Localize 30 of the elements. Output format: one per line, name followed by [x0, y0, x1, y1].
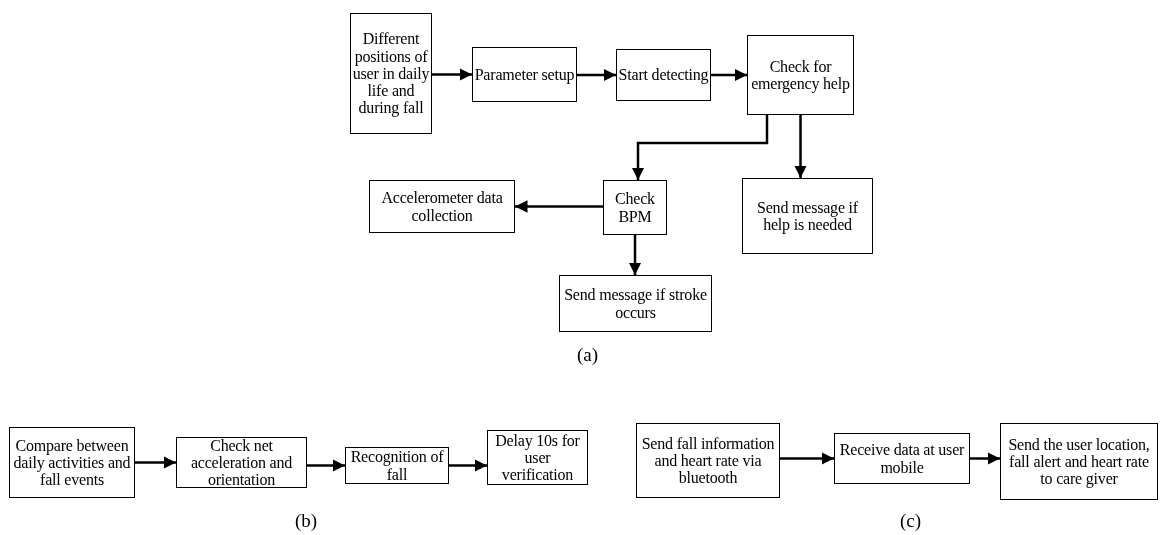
process-box: Send the user location, fall alert and heart rate to care giver	[1000, 423, 1158, 500]
arrow	[307, 459, 345, 472]
process-box: Send fall information and heart rate via bluetooth	[636, 423, 780, 498]
process-box: Receive data at user mobile	[834, 433, 970, 484]
process-box: Send message if help is needed	[742, 178, 873, 254]
arrow	[432, 68, 472, 81]
process-box: Check BPM	[603, 180, 667, 235]
process-box: Compare between daily activities and fall events	[9, 427, 135, 498]
arrow	[628, 235, 642, 275]
process-box: Delay 10s for user verification	[487, 430, 588, 485]
arrow	[515, 200, 603, 213]
process-box: Recognition of fall	[345, 447, 449, 484]
arrow	[711, 68, 747, 82]
process-box: Start detecting	[616, 49, 711, 101]
arrow	[631, 115, 769, 180]
process-box: Different positions of user in daily life and during fall	[350, 13, 432, 134]
process-box: Send message if stroke occurs	[559, 275, 712, 332]
arrow	[449, 459, 487, 472]
process-box: Accelerometer data collection	[369, 180, 515, 233]
arrow	[577, 68, 616, 82]
subfigure-label: (a)	[577, 344, 599, 366]
subfigure-label: (c)	[900, 510, 922, 532]
process-box: Check net acceleration and orientation	[176, 437, 307, 488]
process-box: Check for emergency help	[747, 35, 854, 115]
arrow	[780, 452, 834, 465]
arrow	[135, 456, 176, 469]
arrow	[970, 452, 1000, 465]
arrow	[794, 115, 807, 178]
subfigure-label: (b)	[295, 510, 318, 532]
process-box: Parameter setup	[472, 47, 577, 102]
